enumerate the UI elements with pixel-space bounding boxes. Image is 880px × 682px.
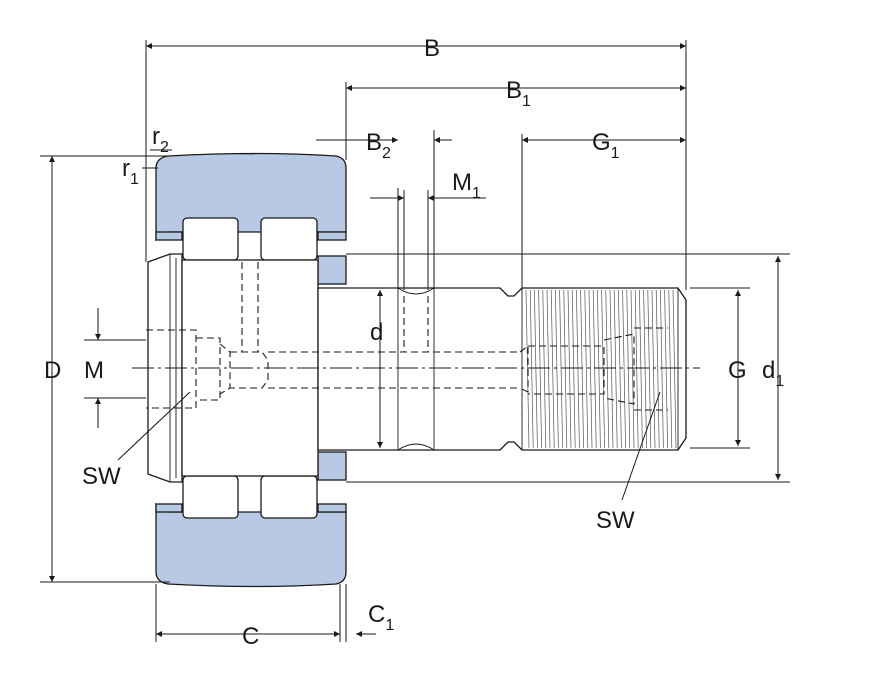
thrust-washer-bottom bbox=[317, 451, 347, 481]
thread-line bbox=[584, 289, 589, 449]
thread-line bbox=[660, 289, 664, 449]
label-C1: C1 bbox=[368, 601, 394, 634]
thread-line bbox=[550, 289, 555, 449]
thread-line bbox=[576, 289, 580, 449]
roller-top-1 bbox=[182, 217, 239, 261]
thread-line bbox=[672, 289, 677, 449]
thread-line bbox=[609, 289, 614, 449]
label-B2: B2 bbox=[366, 129, 391, 162]
thread-line bbox=[580, 289, 584, 449]
thread-line bbox=[538, 289, 542, 449]
label-G1: G1 bbox=[592, 129, 620, 162]
roller-bottom-2 bbox=[260, 475, 318, 519]
label-r1: r1 bbox=[122, 155, 139, 188]
seal-top-right bbox=[317, 231, 347, 241]
thread-line bbox=[597, 289, 601, 449]
thread-line bbox=[588, 289, 593, 449]
thread-line bbox=[664, 289, 668, 449]
label-G: G bbox=[728, 357, 747, 384]
thread-line bbox=[647, 289, 652, 449]
thread-line bbox=[555, 289, 559, 449]
label-B: B bbox=[424, 35, 440, 62]
roller-top-2 bbox=[260, 217, 318, 261]
seal-top-left bbox=[155, 231, 183, 241]
seal-bottom-left bbox=[155, 503, 183, 513]
extension-lines bbox=[40, 40, 790, 642]
thread-hatching bbox=[525, 289, 677, 449]
label-C: C bbox=[242, 623, 259, 650]
thread-line bbox=[634, 289, 639, 449]
thread-line bbox=[592, 289, 597, 449]
label-r2: r2 bbox=[152, 123, 169, 156]
hidden-lines bbox=[146, 262, 668, 411]
thread-line bbox=[601, 289, 605, 449]
thread-line bbox=[668, 289, 673, 449]
thrust-washer-top bbox=[317, 255, 347, 285]
thread-line bbox=[571, 289, 576, 449]
thread-line bbox=[542, 289, 547, 449]
thread-line bbox=[639, 289, 643, 449]
labels: B B1 B2 G1 M1 r2 r1 D M d G d1 SW SW C C… bbox=[44, 35, 784, 650]
roller-bottom-1 bbox=[182, 475, 239, 519]
label-B1: B1 bbox=[506, 77, 531, 110]
label-d1: d1 bbox=[762, 357, 784, 390]
thread-line bbox=[626, 289, 631, 449]
thread-line bbox=[534, 289, 538, 449]
label-M1: M1 bbox=[452, 169, 481, 202]
thread-line bbox=[613, 289, 618, 449]
thread-line bbox=[622, 289, 626, 449]
label-d: d bbox=[370, 319, 383, 346]
thread-line bbox=[529, 289, 534, 449]
thread-line bbox=[630, 289, 635, 449]
thread-line bbox=[651, 289, 656, 449]
label-D: D bbox=[44, 357, 61, 384]
seal-bottom-right bbox=[317, 503, 347, 513]
label-SW-left: SW bbox=[82, 463, 121, 490]
thread-line bbox=[618, 289, 622, 449]
thread-line bbox=[605, 289, 610, 449]
thread-line bbox=[567, 289, 572, 449]
thread-line bbox=[655, 289, 660, 449]
thread-line bbox=[643, 289, 647, 449]
stud-shank bbox=[317, 287, 687, 451]
label-M: M bbox=[84, 357, 104, 384]
label-SW-right: SW bbox=[596, 507, 635, 534]
thread-line bbox=[559, 289, 563, 449]
rollers bbox=[182, 217, 318, 519]
thread-line bbox=[563, 289, 568, 449]
thread-line bbox=[546, 289, 551, 449]
dimension-lines bbox=[49, 43, 781, 637]
